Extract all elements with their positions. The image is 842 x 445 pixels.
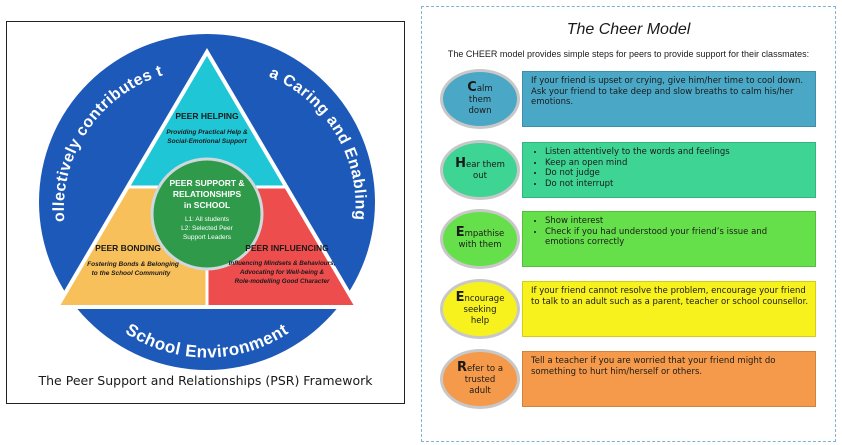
step-label-line: them (468, 94, 492, 105)
step-label-rest: ear them (466, 160, 505, 170)
peer-influencing-desc: Influencing Mindsets & Behaviours, (229, 260, 336, 267)
step-label-rest: mpathise (464, 229, 505, 239)
step-label-line: with them (458, 240, 502, 250)
cheer-step: Show interestCheck if you had understood… (422, 209, 835, 269)
step-initial: R (456, 359, 467, 375)
step-label: Refer to a (456, 359, 504, 375)
center-level: L2: Selected Peer (181, 225, 234, 232)
step-label-rest: ncourage (464, 293, 505, 304)
step-label: Hear them (455, 156, 505, 171)
step-initial: E (455, 289, 465, 305)
step-description: If your friend is upset or crying, give … (522, 71, 816, 127)
step-initial: E (455, 225, 465, 240)
step-label-line: down (468, 105, 492, 116)
step-bullet: Listen attentively to the words and feel… (545, 147, 809, 158)
step-label-line: adult (469, 385, 491, 396)
peer-helping-desc: Providing Practical Help & (166, 129, 248, 136)
cheer-step: Tell a teacher if you are worried that y… (422, 349, 835, 409)
step-label-line: trusted (464, 374, 496, 385)
step-bullets: Listen attentively to the words and feel… (531, 147, 809, 189)
step-label: Encourage (455, 289, 505, 305)
step-text: If your friend is upset or crying, give … (531, 76, 804, 107)
center-title: RELATIONSHIPS (173, 189, 242, 199)
step-label-rest: alm (476, 83, 493, 94)
step-bullet: Keep an open mind (545, 158, 809, 169)
center-title: in SCHOOL (184, 200, 230, 210)
step-bullet: Do not judge (545, 168, 809, 179)
cheer-step: If your friend is upset or crying, give … (422, 69, 835, 129)
cheer-step: Listen attentively to the words and feel… (422, 140, 835, 200)
psr-framework-panel: Collectively contributes to a Caring and… (6, 21, 405, 404)
peer-helping-title: PEER HELPING (175, 111, 239, 121)
peer-bonding-desc: to the School Community (92, 270, 171, 277)
step-description: Listen attentively to the words and feel… (522, 142, 816, 198)
center-circle (150, 157, 264, 271)
step-label-rest: efer to a (466, 363, 504, 374)
peer-influencing-title: PEER INFLUENCING (245, 243, 329, 253)
cheer-step: If your friend cannot resolve the proble… (422, 279, 835, 339)
step-description: Show interestCheck if you had understood… (522, 211, 816, 267)
cheer-intro: The CHEER model provides simple steps fo… (447, 49, 810, 59)
peer-influencing-desc: Role-modelling Good Character (235, 278, 330, 285)
step-label: Empathise (455, 225, 505, 240)
step-text: Tell a teacher if you are worried that y… (531, 356, 776, 377)
peer-bonding-title: PEER BONDING (95, 243, 161, 253)
center-level: L1: All students (185, 216, 230, 223)
step-label: Calm (467, 79, 493, 95)
step-label-line: help (470, 315, 490, 326)
step-bullet: Show interest (545, 216, 809, 227)
psr-framework-diagram: Collectively contributes to a Caring and… (7, 22, 375, 370)
step-label-line: seeking (463, 304, 497, 315)
step-description: If your friend cannot resolve the proble… (522, 281, 816, 337)
step-description: Tell a teacher if you are worried that y… (522, 351, 816, 407)
step-initial: C (467, 79, 477, 95)
psr-caption: The Peer Support and Relationships (PSR)… (38, 373, 373, 388)
cheer-title: The Cheer Model (566, 21, 691, 38)
peer-bonding-desc: Fostering Bonds & Belonging (87, 261, 179, 268)
step-bullets: Show interestCheck if you had understood… (531, 216, 809, 248)
step-label-line: out (473, 171, 487, 181)
step-text: If your friend cannot resolve the proble… (531, 286, 809, 307)
peer-helping-desc: Social-Emotional Support (167, 138, 247, 145)
peer-helping-segment (127, 52, 287, 187)
peer-influencing-desc: Advocating for Well-being & (239, 269, 325, 276)
step-bullet: Check if you had understood your friend’… (545, 227, 809, 248)
center-level: Support Leaders (183, 234, 232, 241)
step-bullet: Do not interrupt (545, 179, 809, 190)
center-title: PEER SUPPORT & (169, 178, 244, 188)
step-initial: H (455, 156, 466, 171)
cheer-model-panel: The Cheer Model The CHEER model provides… (421, 6, 836, 442)
